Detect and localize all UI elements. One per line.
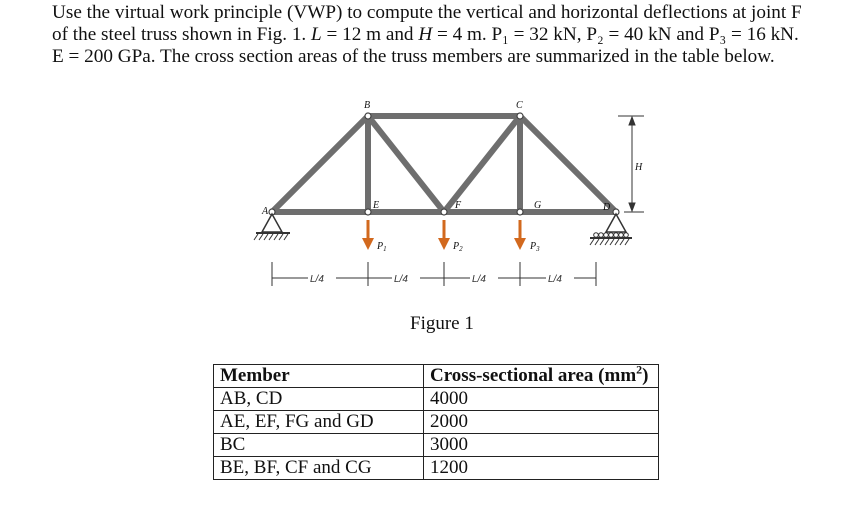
problem-line-3: E = 200 GPa. The cross section areas of … — [52, 46, 775, 67]
label-D: D — [602, 202, 611, 213]
table-row: BE, BF, CF and CG 1200 — [213, 456, 659, 480]
load-arrow-P3 — [514, 220, 526, 250]
table-row: AE, EF, FG and GD 2000 — [213, 410, 659, 434]
table-row: BC 3000 — [213, 433, 659, 457]
member-cell: BC — [213, 433, 424, 457]
span-label-2: L/4 — [394, 274, 408, 285]
member-AB — [269, 113, 371, 215]
var-L: L — [311, 24, 322, 45]
roller-support-D — [589, 212, 632, 246]
label-H: H — [634, 162, 643, 173]
truss-members — [269, 113, 619, 215]
cross-section-table: Member Cross-sectional area (mm2) AB, CD… — [213, 364, 659, 480]
joint-F — [440, 208, 448, 216]
label-P1: P1 — [376, 241, 387, 253]
span-label-1: L/4 — [310, 274, 324, 285]
member-BF — [365, 113, 447, 215]
label-G: G — [534, 200, 541, 211]
label-C: C — [516, 100, 523, 111]
problem-statement: Use the virtual work principle (VWP) to … — [52, 2, 832, 68]
span-dimension — [271, 262, 597, 286]
header-area: Cross-sectional area (mm2) — [423, 364, 659, 388]
label-P2: P2 — [452, 241, 463, 253]
label-E: E — [372, 200, 379, 211]
member-cell: AE, EF, FG and GD — [213, 410, 424, 434]
problem-line-2-b: = 12 m and — [321, 24, 419, 45]
problem-line-2: of the steel truss shown in Fig. 1. L = … — [52, 24, 832, 46]
joint-B — [364, 112, 372, 120]
problem-line-2-a: of the steel truss shown in Fig. 1. — [52, 24, 312, 45]
height-dimension — [618, 115, 644, 213]
problem-line-2-c: = 4 m. P₁ = 32 kN, P₂ = 40 kN and P₃ = 1… — [432, 24, 799, 45]
load-arrow-P1 — [362, 220, 374, 250]
table-header-row: Member Cross-sectional area (mm2) — [213, 364, 659, 388]
load-arrow-P2 — [438, 220, 450, 250]
load-arrows — [362, 220, 526, 250]
span-label-4: L/4 — [548, 274, 562, 285]
joint-G — [516, 208, 524, 216]
member-cell: BE, BF, CF and CG — [213, 456, 424, 480]
pin-support-A — [253, 212, 290, 241]
area-cell: 4000 — [423, 387, 659, 411]
member-cell: AB, CD — [213, 387, 424, 411]
var-H: H — [418, 24, 433, 45]
table-row: AB, CD 4000 — [213, 387, 659, 411]
area-cell: 3000 — [423, 433, 659, 457]
problem-line-1: Use the virtual work principle (VWP) to … — [52, 2, 802, 23]
label-P3: P3 — [529, 241, 540, 253]
header-member: Member — [213, 364, 424, 388]
figure-caption: Figure 1 — [410, 313, 474, 334]
label-B: B — [364, 100, 370, 111]
area-cell: 1200 — [423, 456, 659, 480]
area-cell: 2000 — [423, 410, 659, 434]
joint-C — [516, 112, 524, 120]
member-CD — [517, 113, 619, 215]
span-label-3: L/4 — [472, 274, 486, 285]
label-F: F — [454, 200, 462, 211]
member-CF — [441, 113, 523, 215]
joint-E — [364, 208, 372, 216]
label-A: A — [261, 206, 269, 217]
